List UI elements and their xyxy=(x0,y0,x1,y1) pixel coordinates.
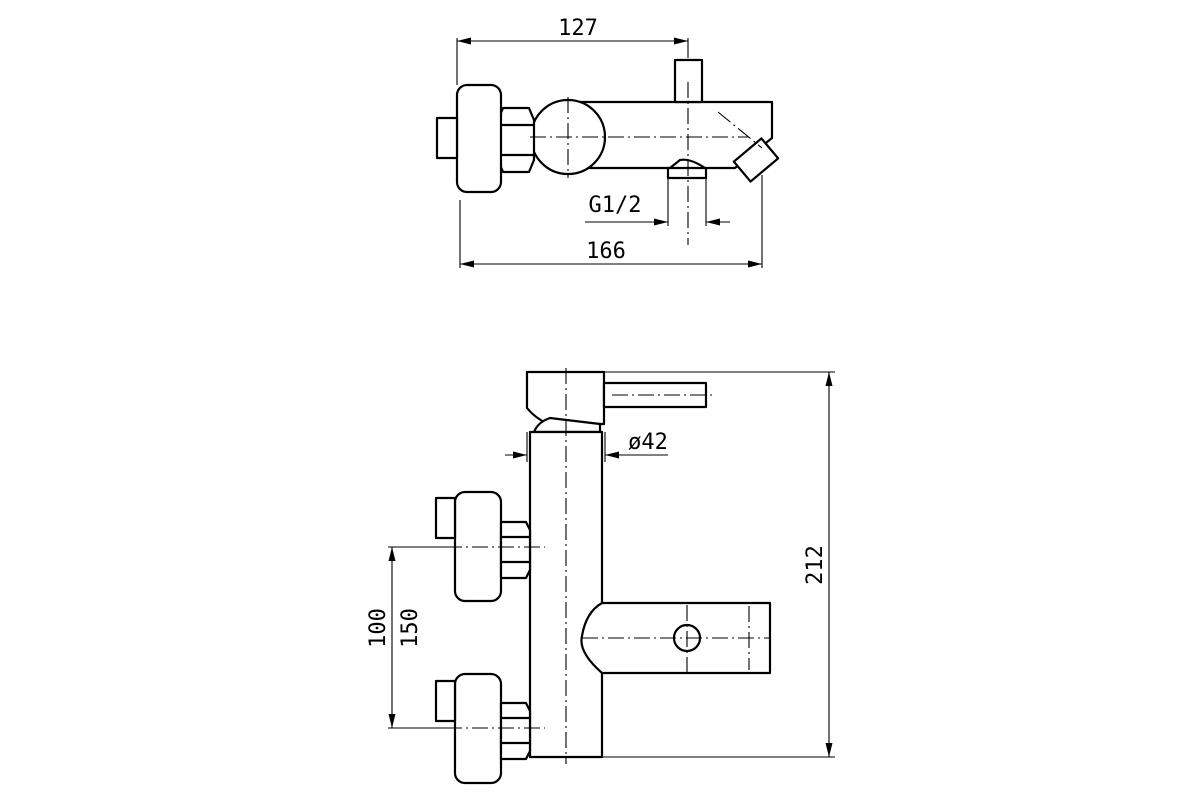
centerline-diverter xyxy=(717,111,763,149)
dim-label-diameter: ø42 xyxy=(628,430,668,455)
dim-label-100: 100 xyxy=(366,608,391,648)
dim-label-thread: G1/2 xyxy=(589,193,642,218)
top-view: 127 G1/2 166 xyxy=(435,16,780,268)
hex-nut-upper xyxy=(499,520,532,580)
dim-label-212: 212 xyxy=(803,545,828,585)
front-view: ø42 100 150 212 xyxy=(366,368,835,785)
escutcheon-top xyxy=(455,83,503,194)
hex-nut-top xyxy=(496,106,536,174)
wall-connector-upper xyxy=(434,496,457,540)
wall-connector-top xyxy=(435,116,459,160)
wall-connector-lower xyxy=(434,679,457,723)
outlet-nut xyxy=(666,166,708,180)
hex-nut-lower xyxy=(499,701,532,761)
dim-label-150: 150 xyxy=(398,608,423,648)
dim-label-166: 166 xyxy=(586,239,626,264)
cartridge-cap xyxy=(532,416,602,434)
dim-label-127: 127 xyxy=(558,16,598,41)
body-cylinder-front xyxy=(528,430,604,759)
diverter-pipe xyxy=(732,137,780,183)
